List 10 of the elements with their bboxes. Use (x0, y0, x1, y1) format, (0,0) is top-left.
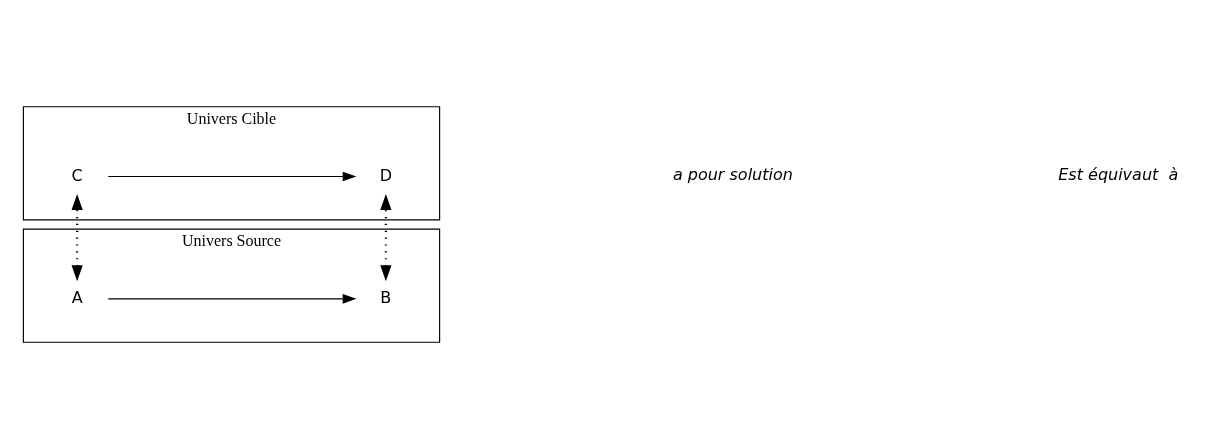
node-text: C (71, 165, 83, 185)
arrow (107, 171, 357, 181)
arrow (107, 293, 357, 304)
legend-label: Est équivaut à (1058, 164, 1179, 184)
node-text: A (71, 287, 83, 307)
legend-label: a pour solution (672, 164, 793, 184)
arrow (380, 193, 392, 281)
node-text: B (380, 287, 392, 307)
node-text: D (379, 165, 393, 185)
arrow (71, 193, 83, 281)
